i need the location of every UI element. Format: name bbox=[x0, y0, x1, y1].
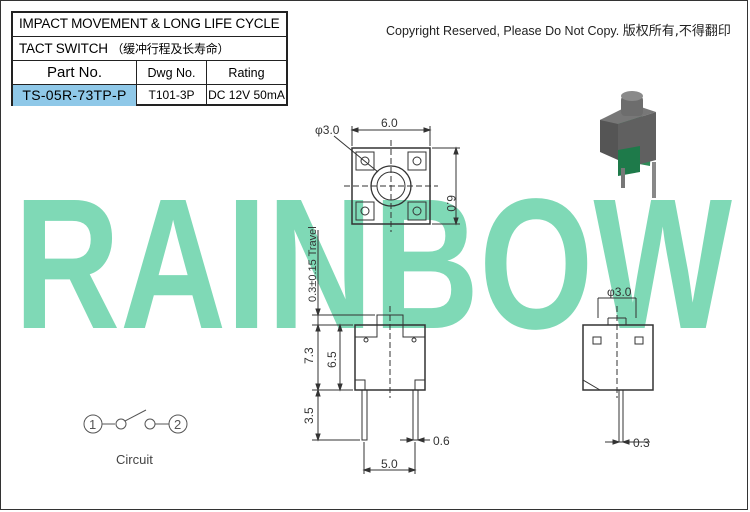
circuit-pin1-label: 1 bbox=[89, 417, 96, 432]
product-photo bbox=[600, 91, 656, 198]
circuit-symbol bbox=[83, 409, 188, 434]
copyright-en: Copyright Reserved, Please Do Not Copy. bbox=[386, 24, 620, 38]
dim-pin-width: 0.6 bbox=[433, 434, 450, 448]
circuit-pin2-label: 2 bbox=[174, 417, 181, 432]
dim-pin-length: 3.5 bbox=[302, 407, 316, 424]
dim-pin-spacing: 5.0 bbox=[381, 457, 398, 471]
dim-top-height: 6.0 bbox=[444, 195, 458, 212]
dim-travel: 0.3±0.15 Travel bbox=[307, 226, 319, 302]
title-line-2-cn: （缓冲行程及长寿命） bbox=[111, 42, 230, 56]
dim-side-pin: 0.3 bbox=[633, 436, 650, 450]
top-view bbox=[333, 126, 460, 232]
header-part-no: Part No. bbox=[13, 61, 137, 84]
title-line-2-en: TACT SWITCH bbox=[19, 41, 108, 56]
copyright-notice: Copyright Reserved, Please Do Not Copy. … bbox=[386, 20, 731, 39]
title-block-value-row: TS-05R-73TP-P T101-3P DC 12V 50mA bbox=[13, 85, 286, 106]
front-view bbox=[312, 230, 430, 474]
title-block: IMPACT MOVEMENT & LONG LIFE CYCLE TACT S… bbox=[11, 11, 288, 106]
dim-total-height: 7.3 bbox=[302, 347, 316, 364]
header-rating: Rating bbox=[228, 66, 265, 80]
dim-top-hole: φ3.0 bbox=[315, 123, 340, 137]
value-rating: DC 12V 50mA bbox=[208, 88, 285, 102]
dim-top-width: 6.0 bbox=[381, 116, 398, 130]
dim-body-height: 6.5 bbox=[325, 351, 339, 368]
value-dwg-no: T101-3P bbox=[137, 85, 207, 106]
circuit-label: Circuit bbox=[116, 452, 153, 467]
title-line-2: TACT SWITCH （缓冲行程及长寿命） bbox=[13, 37, 286, 61]
value-part-no: TS-05R-73TP-P bbox=[13, 85, 137, 106]
dim-side-hole: φ3.0 bbox=[607, 285, 632, 299]
copyright-cn: 版权所有,不得翻印 bbox=[622, 24, 731, 39]
title-block-header-row: Part No. Dwg No. Rating bbox=[13, 61, 286, 85]
header-dwg-no: Dwg No. bbox=[137, 61, 207, 84]
side-view bbox=[582, 297, 654, 445]
title-line-1: IMPACT MOVEMENT & LONG LIFE CYCLE bbox=[13, 13, 286, 37]
